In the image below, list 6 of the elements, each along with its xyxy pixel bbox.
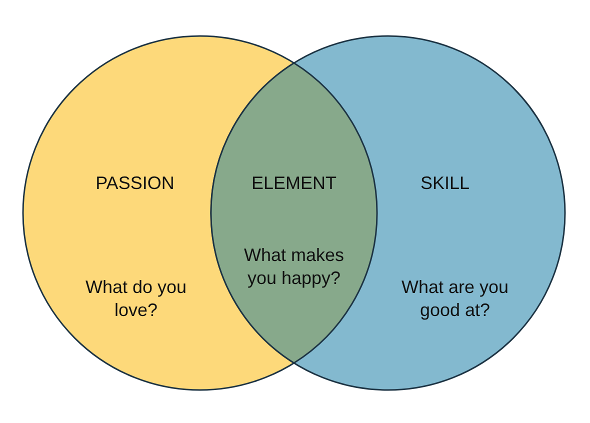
circle-question: What makes you happy? (242, 244, 346, 290)
circle-title: SKILL (419, 172, 471, 195)
circle-title: PASSION (94, 172, 176, 195)
circle-question: What are you good at? (400, 276, 510, 322)
circle-question: What do you love? (84, 276, 188, 322)
circle-title: ELEMENT (250, 172, 338, 195)
